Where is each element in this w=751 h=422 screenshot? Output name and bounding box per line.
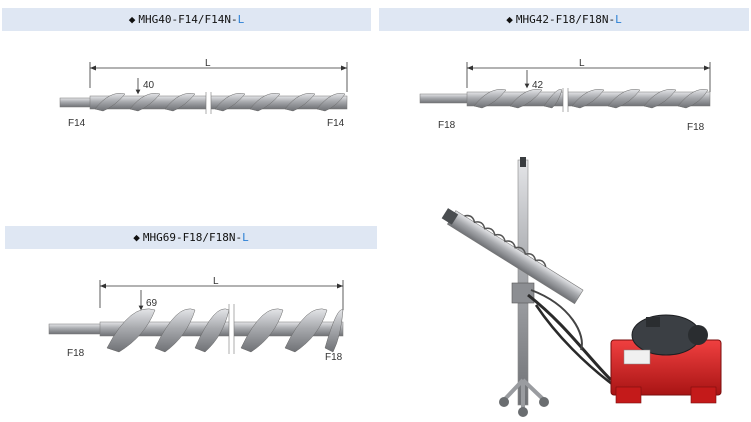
right-end-label: F14 (327, 118, 345, 129)
panel-header-mhg40: ◆ MHG40-F14/F14N- L (2, 8, 371, 31)
length-label: L (205, 58, 211, 69)
left-end-label: F18 (67, 348, 85, 359)
diameter-label: 42 (532, 80, 544, 91)
length-suffix: L (237, 13, 245, 26)
diamond-bullet-icon: ◆ (133, 231, 140, 244)
diameter-label: 40 (143, 80, 155, 91)
auger-drawing-mhg69: L 69 F18 F18 (48, 276, 344, 363)
length-suffix: L (615, 13, 622, 26)
diameter-label: 69 (146, 298, 158, 309)
auger-drawing-mhg40: L 40 F14 F14 (59, 58, 348, 129)
model-code: MHG40-F14/F14N- (138, 13, 238, 26)
left-end-label: F14 (68, 118, 86, 129)
diamond-bullet-icon: ◆ (128, 13, 136, 26)
right-end-label: F18 (687, 122, 705, 133)
length-label: L (579, 58, 585, 69)
auger-drawing-mhg42: L 42 F18 F18 (419, 58, 711, 133)
left-end-label: F18 (438, 120, 456, 131)
model-code: MHG42-F18/F18N- (515, 13, 616, 26)
right-end-label: F18 (325, 352, 343, 363)
panel-header-mhg69: ◆ MHG69-F18/F18N- L (5, 226, 377, 249)
diamond-bullet-icon: ◆ (506, 13, 513, 26)
panel-header-mhg42: ◆ MHG42-F18/F18N- L (379, 8, 749, 31)
drilling-rig-photo (441, 157, 722, 417)
model-code: MHG69-F18/F18N- (142, 231, 243, 244)
length-suffix: L (242, 231, 249, 244)
length-label: L (213, 276, 219, 287)
